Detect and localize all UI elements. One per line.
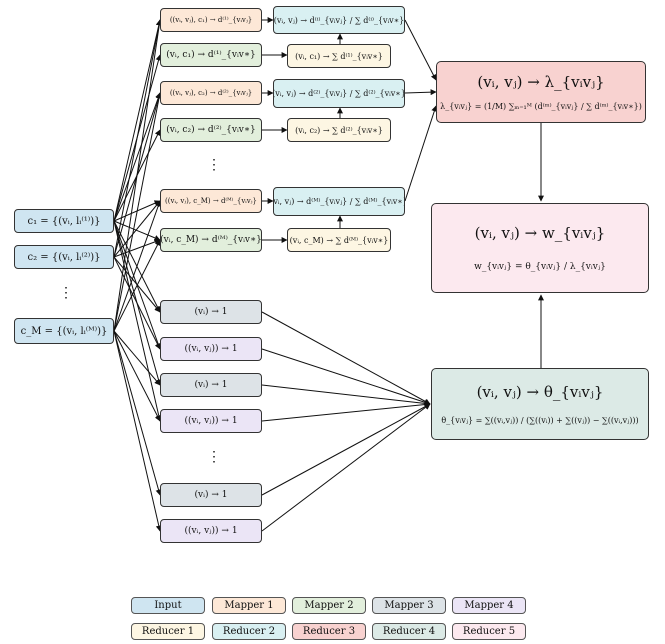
reducer1-c1: (vᵢ, c₁) → ∑ d⁽¹⁾_{vᵢv∗} — [287, 44, 391, 68]
reducer5-formula: w_{vᵢvⱼ} = θ_{vᵢvⱼ} / λ_{vᵢvⱼ} — [474, 262, 606, 272]
reducer1-cM: (vᵢ, c_M) → ∑ d⁽ᴹ⁾_{vᵢv∗} — [287, 228, 391, 252]
legend-reducer3: Reducer 3 — [292, 623, 366, 640]
input-ellipsis: ⋮ — [59, 285, 73, 301]
input-cM: c_M = {(vᵢ, lᵢ⁽ᴹ⁾)} — [14, 318, 114, 344]
legend-reducer1: Reducer 1 — [131, 623, 205, 640]
reducer4-title: (vᵢ, vⱼ) → θ_{vᵢvⱼ} — [476, 383, 604, 402]
mapper1-cM: ((vᵢ, vⱼ), c_M) → d⁽ᴹ⁾_{vᵢvⱼ} — [160, 189, 262, 213]
mapper4-box-1: ((vᵢ, vⱼ)) → 1 — [160, 337, 262, 361]
lower-ellipsis: ⋮ — [207, 449, 221, 465]
legend-mapper3: Mapper 3 — [372, 597, 446, 614]
mapper3-box-1: (vᵢ) → 1 — [160, 300, 262, 324]
reducer5-title: (vᵢ, vⱼ) → w_{vᵢvⱼ} — [474, 224, 606, 242]
mapper1-c1: ((vᵢ, vⱼ), c₁) → d⁽¹⁾_{vᵢvⱼ} — [160, 8, 262, 32]
mapper2-c2: (vᵢ, c₂) → d⁽²⁾_{vᵢv∗} — [160, 118, 262, 142]
mapper4-box-2: ((vᵢ, vⱼ)) → 1 — [160, 409, 262, 433]
reducer3-lambda: (vᵢ, vⱼ) → λ_{vᵢvⱼ} λ_{vᵢvⱼ} = (1/M) ∑ₘ₌… — [436, 61, 646, 123]
mapper-ellipsis: ⋮ — [207, 157, 221, 173]
reducer2-c2: (vᵢ, vⱼ) → d⁽²⁾_{vᵢvⱼ} / ∑ d⁽²⁾_{vᵢv∗} — [273, 79, 405, 108]
mapper2-cM: (vᵢ, c_M) → d⁽ᴹ⁾_{vᵢv∗} — [160, 228, 262, 252]
legend-mapper2: Mapper 2 — [292, 597, 366, 614]
legend-reducer5: Reducer 5 — [452, 623, 526, 640]
reducer3-title: (vᵢ, vⱼ) → λ_{vᵢvⱼ} — [477, 73, 605, 91]
reducer2-c1: (vᵢ, vⱼ) → d⁽ⁱ⁾_{vᵢvⱼ} / ∑ d⁽ⁱ⁾_{vᵢv∗} — [273, 6, 405, 34]
legend-mapper4: Mapper 4 — [452, 597, 526, 614]
legend-reducer2: Reducer 2 — [212, 623, 286, 640]
reducer3-formula: λ_{vᵢvⱼ} = (1/M) ∑ₘ₌₁ᴹ (d⁽ᵐ⁾_{vᵢvⱼ} / ∑ … — [440, 102, 642, 111]
mapper2-c1: (vᵢ, c₁) → d⁽¹⁾_{vᵢv∗} — [160, 43, 262, 67]
mapper3-box-2: (vᵢ) → 1 — [160, 373, 262, 397]
reducer1-c2: (vᵢ, c₂) → ∑ d⁽²⁾_{vᵢv∗} — [287, 118, 391, 142]
reducer4-theta: (vᵢ, vⱼ) → θ_{vᵢvⱼ} θ_{vᵢvⱼ} = ∑((vᵢ,vⱼ)… — [431, 368, 649, 440]
mapper4-box-3: ((vᵢ, vⱼ)) → 1 — [160, 519, 262, 543]
mapper1-c2: ((vᵢ, vⱼ), c₂) → d⁽²⁾_{vᵢvⱼ} — [160, 81, 262, 105]
reducer5-w: (vᵢ, vⱼ) → w_{vᵢvⱼ} w_{vᵢvⱼ} = θ_{vᵢvⱼ} … — [431, 203, 649, 293]
reducer2-cM: (vᵢ, vⱼ) → d⁽ᴹ⁾_{vᵢvⱼ} / ∑ d⁽ᴹ⁾_{vᵢv∗} — [273, 187, 405, 216]
reducer4-formula: θ_{vᵢvⱼ} = ∑((vᵢ,vⱼ)) / (∑((vᵢ)) + ∑((vⱼ… — [441, 415, 639, 425]
legend-mapper1: Mapper 1 — [212, 597, 286, 614]
input-c1: c₁ = {(vᵢ, lᵢ⁽¹⁾)} — [14, 209, 114, 233]
legend-input: Input — [131, 597, 205, 614]
mapper3-box-3: (vᵢ) → 1 — [160, 483, 262, 507]
legend-reducer4: Reducer 4 — [372, 623, 446, 640]
input-c2: c₂ = {(vᵢ, lᵢ⁽²⁾)} — [14, 245, 114, 269]
